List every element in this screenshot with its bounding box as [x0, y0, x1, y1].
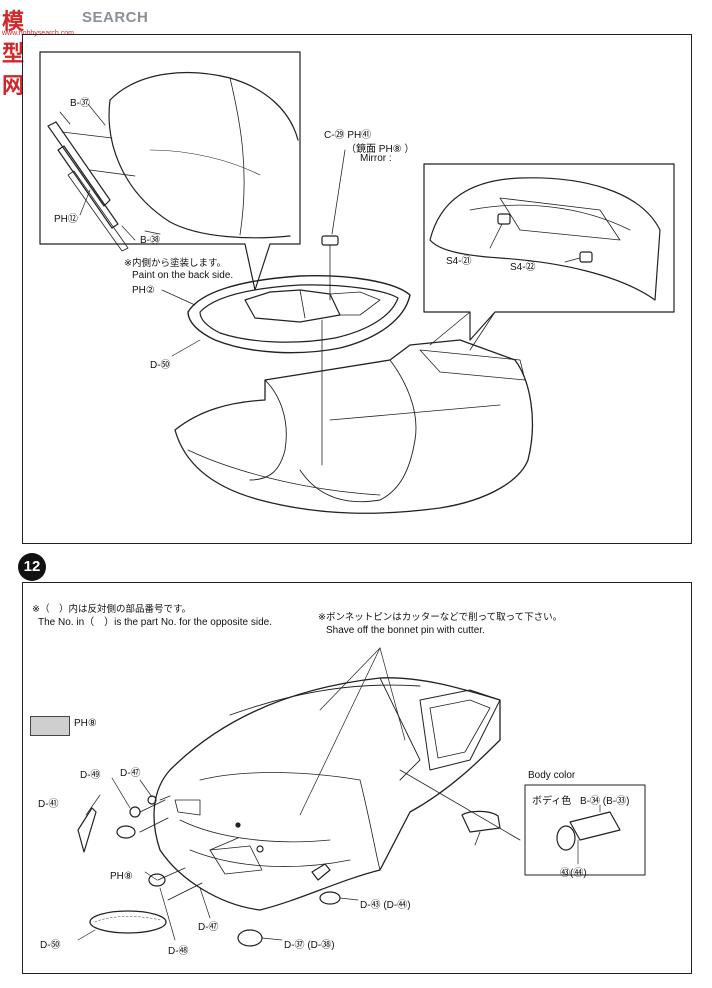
step-panel-12 [22, 582, 692, 974]
label-43-44: ㊸(㊹) [560, 868, 587, 879]
label-d58: D-㊽ [168, 946, 189, 957]
label-s4-71: S4-㉑ [446, 256, 472, 267]
bonnet-note-jp: ※ボンネットピンはカッターなどで削って取って下さい。 [318, 612, 563, 623]
opposite-note-jp: ※（ ）内は反対側の部品番号です。 [32, 604, 192, 615]
label-p8: PH⑧ [110, 871, 133, 882]
label-d59: D-㊾ [80, 770, 101, 781]
label-d60: D-㊿ [40, 940, 61, 951]
paint-note-jp: ※内側から塗装します。 [124, 258, 227, 269]
paint-note-en: Paint on the back side. [132, 270, 234, 281]
body-color-callout [524, 784, 646, 876]
label-d50: D-㊿ [150, 360, 171, 371]
label-d57a: D-㊼ [120, 768, 141, 779]
opposite-note-en: The No. in（ ）is the part No. for the opp… [38, 617, 272, 628]
part-d61 [77, 807, 97, 853]
body-color-jp: ボディ色 [532, 796, 572, 807]
swatch-label: PH⑧ [74, 718, 97, 729]
label-p12: PH⑫ [54, 214, 78, 225]
step-number-12: 12 [18, 553, 46, 581]
step-panel-top [22, 34, 692, 544]
watermark-brand: SEARCH [82, 9, 149, 26]
label-b38: B-㊳ [140, 235, 160, 246]
label-mirror-part: C-㉙ PH㊶ [324, 130, 372, 141]
label-b37: B-㊲ [70, 98, 90, 109]
label-d53: D-㊸ (D-㊹) [360, 900, 411, 911]
inset-hood-box [39, 51, 301, 291]
front-body-shell [153, 677, 501, 911]
label-mirror: Mirror : [360, 153, 392, 164]
label-p2: PH② [132, 285, 155, 296]
label-d72: D-㊲ (D-㊳) [284, 940, 335, 951]
body-color-parts: B-㉞ (B-㉝) [580, 796, 630, 807]
label-d61: D-㊶ [38, 799, 59, 810]
body-color-title: Body color [528, 770, 576, 781]
rear-body-shell [174, 339, 534, 514]
watermark-url: www.hobbysearch.com [2, 30, 74, 37]
color-swatch [30, 716, 70, 736]
watermark-logo: 模型网 [2, 10, 24, 99]
label-mirror-paren: （鏡面 PH⑧ ） [346, 144, 415, 155]
inset-rear-box [423, 163, 675, 341]
label-s4-70: S4-㉒ [510, 262, 536, 273]
hood-frame-d50 [187, 274, 411, 354]
bonnet-note-en: Shave off the bonnet pin with cutter. [326, 625, 485, 636]
label-d57b: D-㊼ [198, 922, 219, 933]
